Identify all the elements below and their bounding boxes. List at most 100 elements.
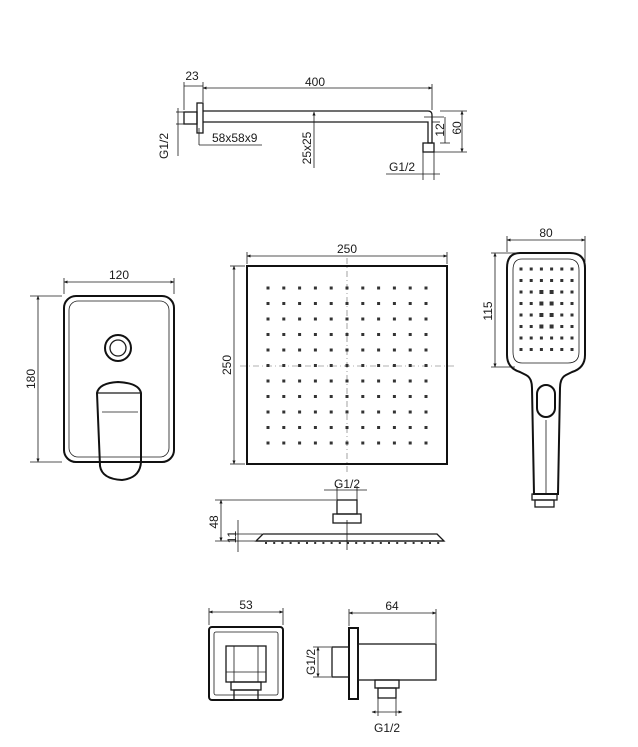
- outlet-side-view: 64 G1/2 G1/2: [304, 599, 437, 735]
- head-nozzle: [329, 286, 333, 290]
- head-nozzle: [424, 333, 428, 336]
- hand-shower-nozzle: [550, 279, 554, 282]
- head-nozzle: [266, 441, 270, 445]
- head-nozzle: [361, 395, 365, 398]
- hand-shower-nozzle: [570, 325, 574, 328]
- head-nozzle: [424, 286, 428, 290]
- head-side-nozzle: [371, 542, 374, 544]
- hand-shower-center-nozzle: [539, 301, 544, 306]
- head-nozzle: [345, 395, 349, 398]
- mixer-lever: [95, 380, 142, 482]
- head-nozzle: [377, 348, 381, 352]
- head-nozzle: [266, 302, 270, 305]
- head-side-nozzle: [396, 542, 399, 544]
- head-nozzle: [361, 379, 365, 383]
- head-nozzle: [424, 379, 428, 383]
- head-nozzle: [392, 348, 396, 352]
- head-nozzle: [313, 410, 317, 414]
- head-nozzle: [424, 395, 428, 398]
- hand-shower-center-nozzle: [549, 290, 554, 294]
- hand-shower-button: [536, 384, 556, 418]
- head-nozzle: [424, 364, 428, 367]
- head-nozzle: [392, 441, 396, 445]
- head-nozzle: [298, 379, 302, 383]
- head-nozzle: [377, 302, 381, 305]
- arm-drop-total-label: 60: [450, 121, 464, 135]
- head-plate: [246, 265, 448, 465]
- head-nozzle: [424, 426, 428, 429]
- hand-shower-nozzle: [550, 267, 554, 271]
- head-nozzle: [329, 333, 333, 336]
- head-side-nozzle: [363, 542, 366, 544]
- hand-shower-nozzle: [539, 279, 543, 282]
- head-nozzle: [377, 410, 381, 414]
- head-side-nozzle: [379, 542, 382, 544]
- head-nozzle: [282, 333, 286, 336]
- hand-shower-width-label: 80: [539, 226, 553, 240]
- head-width-label: 250: [337, 242, 357, 256]
- head-nozzle: [329, 317, 333, 321]
- head-nozzle: [377, 426, 381, 429]
- head-nozzle: [282, 348, 286, 352]
- head-side-nozzle: [281, 542, 284, 544]
- head-side-nozzle: [412, 542, 415, 544]
- head-nozzle: [392, 302, 396, 305]
- hand-shower-nozzle: [519, 279, 523, 282]
- head-nozzle: [361, 302, 365, 305]
- head-nozzle: [361, 410, 365, 414]
- mixer-plate-inner: [68, 300, 170, 458]
- hand-shower-nozzle: [539, 348, 543, 351]
- arm-thread-stub: [183, 111, 198, 125]
- head-nozzle: [282, 426, 286, 429]
- head-nozzle: [408, 426, 412, 429]
- head-nozzle: [345, 379, 349, 383]
- head-nozzle: [392, 379, 396, 383]
- head-nozzle: [266, 348, 270, 352]
- shower-head-side-view: G1/2 48 11: [207, 477, 446, 552]
- head-side-nozzle: [314, 542, 317, 544]
- head-nozzle: [329, 441, 333, 445]
- head-side-nozzle: [388, 542, 390, 544]
- hand-shower-nozzle: [570, 336, 574, 340]
- head-side-nozzle: [297, 542, 300, 544]
- head-nozzle: [282, 379, 286, 383]
- hand-shower-nozzle: [539, 267, 543, 271]
- head-nozzle: [392, 317, 396, 321]
- hand-shower-nozzle: [529, 348, 533, 351]
- outlet-front-thread: [233, 689, 259, 701]
- outlet-front-view: 53: [208, 598, 284, 701]
- hand-shower-nozzle: [519, 267, 523, 271]
- head-nozzle: [424, 317, 428, 321]
- hand-shower-nozzles: [519, 267, 574, 351]
- hand-shower-nozzle: [570, 348, 574, 351]
- hand-shower-nozzle: [519, 290, 523, 294]
- head-nozzle: [282, 441, 286, 445]
- head-nozzle: [282, 286, 286, 290]
- head-nozzle: [361, 333, 365, 336]
- head-side-nozzle: [429, 542, 431, 544]
- head-nozzle: [313, 317, 317, 321]
- outlet-side-thread: [377, 687, 397, 699]
- hand-shower-nozzle: [550, 336, 554, 340]
- head-nozzle: [424, 410, 428, 414]
- outlet-side-body: [357, 643, 437, 681]
- arm-thread-left-label: G1/2: [157, 133, 171, 159]
- head-nozzle: [345, 286, 349, 290]
- outlet-front-plate: [208, 626, 284, 701]
- head-nozzle: [345, 348, 349, 352]
- head-nozzle: [298, 395, 302, 398]
- head-side-nozzle: [347, 542, 349, 544]
- head-nozzle: [329, 364, 333, 367]
- head-nozzle: [266, 333, 270, 336]
- head-nozzle: [313, 395, 317, 398]
- arm-thread-bottom-label: G1/2: [389, 160, 415, 174]
- outlet-side-nut: [374, 679, 400, 689]
- hand-shower-nozzle: [529, 336, 533, 340]
- hand-shower-body: [506, 252, 586, 495]
- outlet-front-nut: [230, 681, 262, 691]
- head-nozzle: [313, 348, 317, 352]
- head-side-nozzle: [355, 542, 358, 544]
- hand-shower-nozzle: [560, 348, 564, 351]
- head-nozzle: [377, 364, 381, 367]
- head-nozzle: [298, 426, 302, 429]
